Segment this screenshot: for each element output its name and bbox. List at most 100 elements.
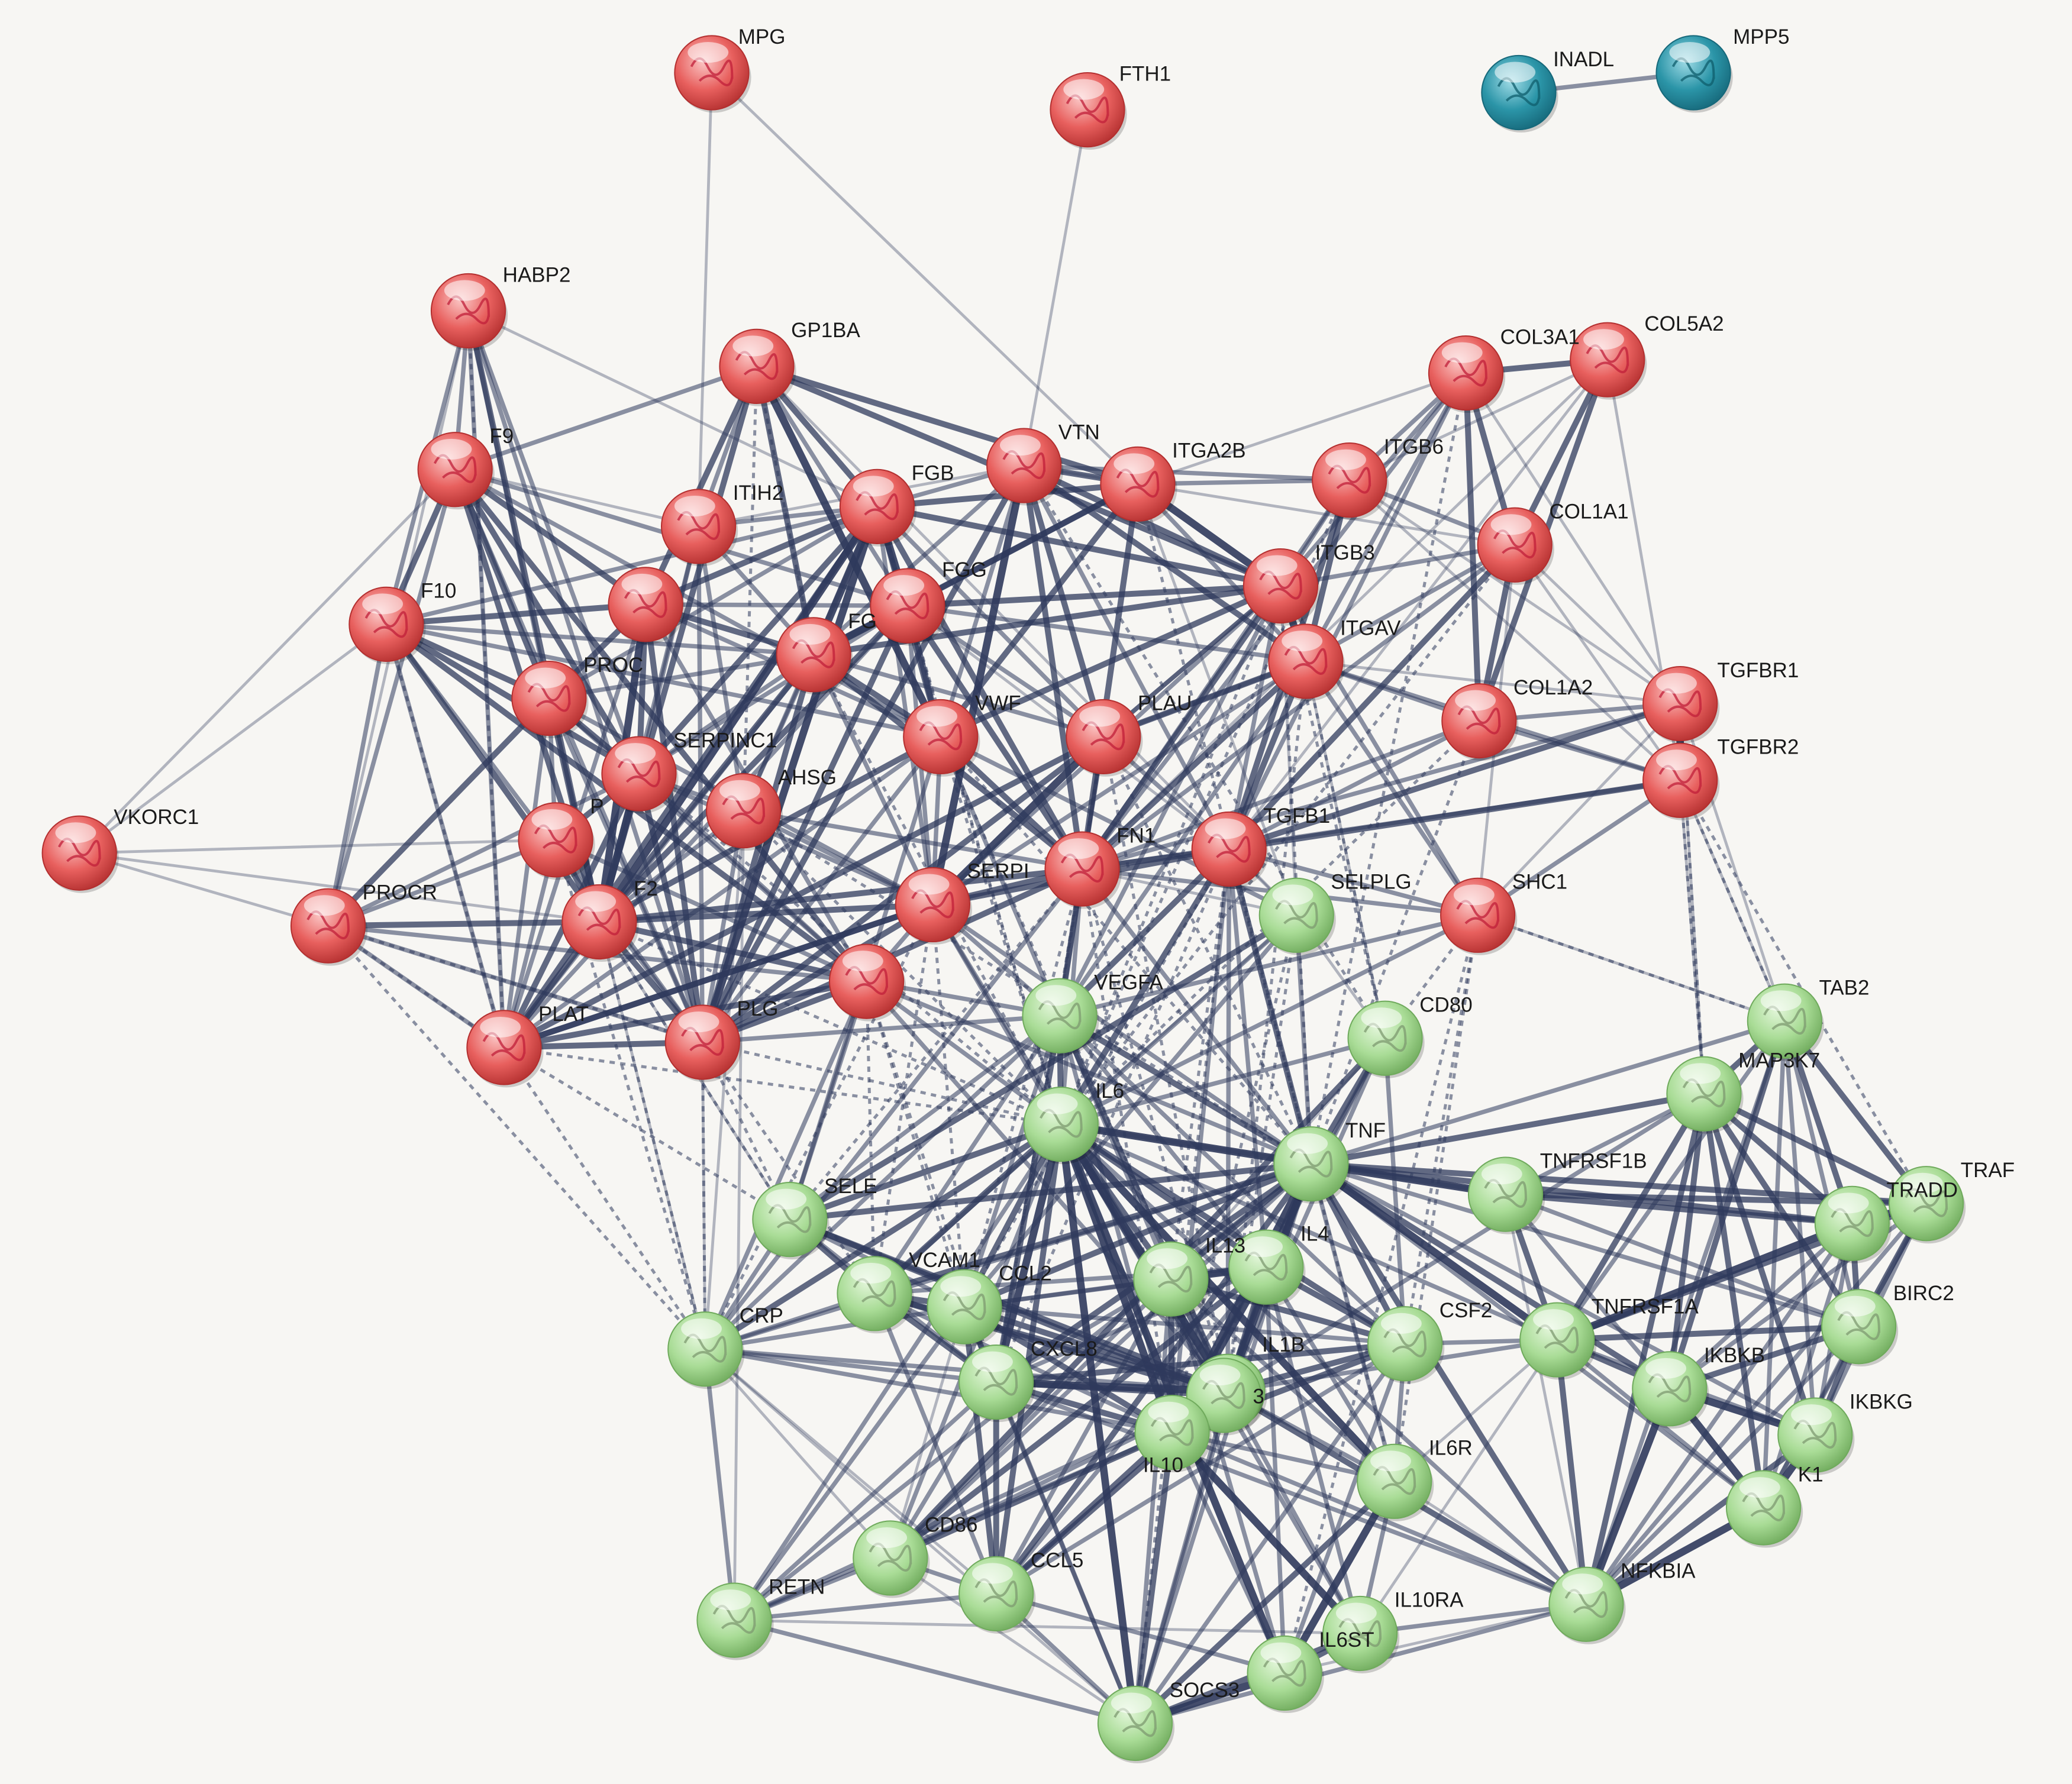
node-tgfbr2[interactable] [1642, 742, 1720, 820]
node-serpinc1[interactable] [601, 736, 679, 814]
node-col5a2[interactable] [1570, 322, 1647, 400]
edge-IKBKB-NFKBIA [1582, 1385, 1674, 1608]
node-il6st[interactable] [1247, 1635, 1324, 1714]
node-il4[interactable] [1228, 1229, 1306, 1307]
edge-TGFBR1-FN1 [1080, 701, 1683, 871]
node-f2[interactable] [561, 884, 639, 962]
node-csf2[interactable] [1367, 1306, 1445, 1384]
node-vkorc1[interactable] [41, 815, 119, 893]
node-shc1[interactable] [1440, 877, 1518, 955]
node-label-ccl5: CCL5 [1031, 1549, 1083, 1572]
node-label-il6st: IL6ST [1319, 1628, 1374, 1652]
node-f9[interactable] [417, 432, 495, 510]
node-crp[interactable] [667, 1311, 745, 1389]
edge-ITGAV-FN1 [1079, 658, 1309, 872]
node-tgfb1[interactable] [1191, 811, 1269, 889]
node-highlight [1828, 1192, 1869, 1214]
node-birc2[interactable] [1821, 1289, 1899, 1367]
node-plau[interactable] [1066, 699, 1143, 777]
node-mpg[interactable] [674, 35, 751, 113]
node-tradd[interactable] [1814, 1185, 1892, 1263]
node-fgb[interactable] [839, 468, 917, 547]
node-mpp5[interactable] [1655, 35, 1733, 113]
edge-dashed-TGFBR2-TAB2 [1679, 780, 1786, 1022]
edge-GP1BA-F9 [453, 364, 759, 472]
node-tab2[interactable] [1747, 983, 1824, 1061]
node-f3[interactable] [828, 943, 906, 1022]
node-fn1[interactable] [1044, 831, 1122, 909]
node-ccl2[interactable] [927, 1269, 1004, 1347]
node-tnfrsf1a[interactable] [1519, 1302, 1597, 1380]
edge-dashed-F2-CRP [598, 921, 707, 1350]
node-cd86[interactable] [853, 1520, 930, 1598]
node-il10ra[interactable] [1322, 1595, 1400, 1673]
node-itih2[interactable] [661, 489, 738, 567]
node-chuk[interactable] [1725, 1470, 1803, 1548]
edge-SELPLG-IL6 [1059, 913, 1298, 1126]
node-habp2[interactable] [430, 273, 508, 351]
node-label-ahsg: AHSG [778, 766, 837, 789]
node-procr[interactable] [290, 888, 368, 966]
node-nfkbia[interactable] [1548, 1566, 1626, 1644]
node-vegfa[interactable] [1022, 978, 1099, 1056]
node-proc[interactable] [511, 661, 589, 739]
node-fgg[interactable] [870, 568, 947, 646]
node-itgb3[interactable] [1242, 548, 1321, 626]
node-gp1ba[interactable] [719, 328, 796, 406]
node-socs3[interactable] [1097, 1685, 1175, 1763]
node-cxcl8[interactable] [958, 1345, 1036, 1423]
node-highlight [1645, 1358, 1687, 1379]
edge-IL10-CCL5 [993, 1429, 1176, 1597]
node-vcam1[interactable] [837, 1256, 914, 1334]
node-ikbkg[interactable] [1777, 1397, 1855, 1475]
node-selplg[interactable] [1258, 877, 1336, 955]
node-serpine1[interactable] [895, 867, 972, 945]
edge-TAB2-BIRC2 [1782, 1019, 1861, 1329]
node-cd80[interactable] [1347, 1000, 1425, 1078]
edge-VKORC1-P_NODE [78, 838, 557, 855]
node-il10[interactable] [1134, 1394, 1212, 1473]
node-highlight [1453, 884, 1495, 906]
edge-CCL2-IL1B [961, 1304, 1231, 1395]
edge-FGA-PLAU [811, 652, 1106, 739]
edge-COL3A1-COL1A2 [1463, 370, 1482, 724]
node-fth1[interactable] [1050, 72, 1127, 150]
node-ahsg[interactable] [706, 773, 783, 851]
node-col3a1[interactable] [1428, 335, 1506, 413]
node-icam1[interactable] [1186, 1358, 1263, 1436]
edge-dashed-PLAT-CRP [502, 1046, 706, 1350]
node-tnf[interactable] [1273, 1126, 1351, 1204]
node-fga[interactable] [776, 617, 853, 695]
node-col1a2[interactable] [1441, 683, 1519, 761]
node-tgfbr1[interactable] [1642, 665, 1720, 744]
node-il13[interactable] [1133, 1241, 1211, 1319]
edge-CXCL8-SOCS3 [994, 1379, 1138, 1726]
node-highlight [1361, 1007, 1402, 1029]
node-sele[interactable] [752, 1181, 830, 1260]
node-f11[interactable] [608, 567, 685, 645]
edge-IL6-SELE [786, 1121, 1064, 1223]
node-itga2b[interactable] [1100, 446, 1177, 524]
node-tnfrsf1b[interactable] [1467, 1156, 1545, 1234]
node-itgav[interactable] [1268, 623, 1345, 702]
edge-VTN-ITGB3 [1021, 463, 1284, 589]
node-col1a1[interactable] [1477, 507, 1554, 585]
node-itgb6[interactable] [1312, 442, 1389, 521]
node-ikbkb[interactable] [1632, 1351, 1709, 1429]
node-plat[interactable] [466, 1010, 544, 1088]
node-il6[interactable] [1023, 1086, 1100, 1165]
node-vwf[interactable] [903, 699, 980, 777]
node-il6r[interactable] [1357, 1443, 1434, 1521]
edge-TNFRSF1B-IKBKB [1503, 1192, 1672, 1391]
node-traf2[interactable] [1889, 1166, 1966, 1244]
edge-FGB-ITGB3 [874, 503, 1284, 589]
node-vtn[interactable] [986, 428, 1064, 506]
node-ccl5[interactable] [958, 1556, 1036, 1634]
node-p_node[interactable] [518, 802, 595, 880]
node-f10[interactable] [348, 586, 426, 664]
node-inadl[interactable] [1481, 54, 1558, 132]
edge-VTN-PLAU [1021, 463, 1106, 740]
node-plg[interactable] [664, 1004, 742, 1082]
node-retn[interactable] [696, 1582, 774, 1660]
node-map3k7[interactable] [1666, 1056, 1744, 1134]
